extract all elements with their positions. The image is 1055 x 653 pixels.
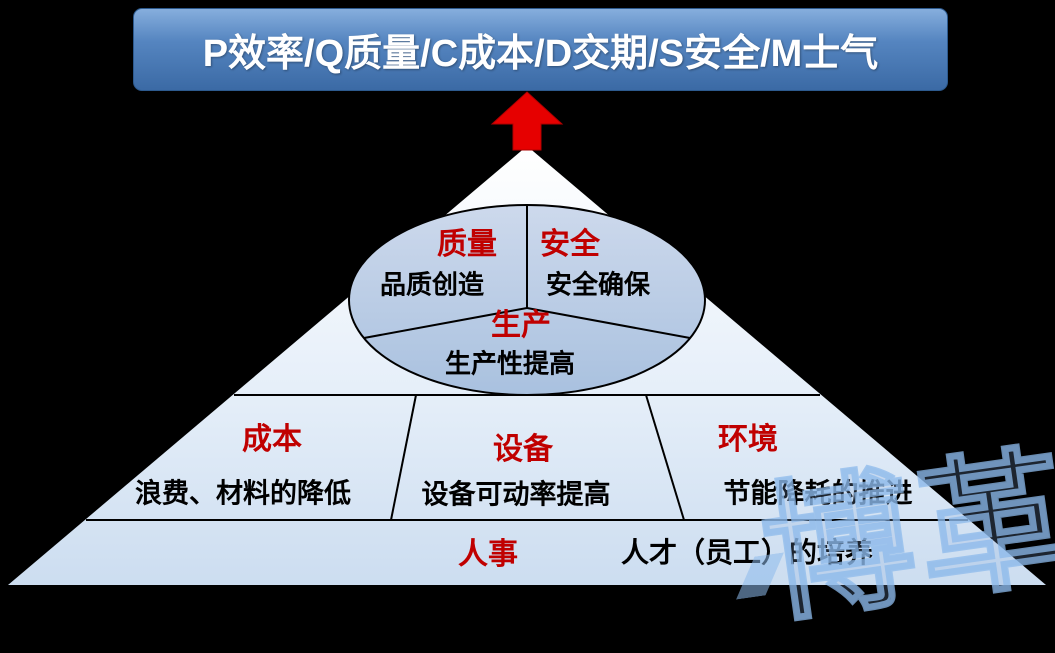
cost-label: 成本: [242, 423, 302, 456]
equipment-label: 设备: [493, 433, 553, 466]
ellipse-quality-desc: 品质创造: [379, 269, 485, 300]
hr-label: 人事: [458, 538, 518, 571]
up-arrow-icon: [490, 91, 564, 151]
ellipse-divider-left: [363, 307, 528, 339]
middle-divider-left: [390, 394, 417, 521]
ellipse-safety-desc: 安全确保: [545, 269, 651, 300]
banner-title: P效率/Q质量/C成本/D交期/S安全/M士气: [202, 33, 879, 75]
ellipse-production-desc: 生产性提高: [444, 348, 576, 379]
environment-desc: 节能降耗的推进: [723, 478, 913, 509]
cost-desc: 浪费、材料的降低: [135, 478, 351, 509]
ellipse-quality-label: 质量: [437, 228, 497, 261]
ellipse-production-label: 生产: [491, 309, 551, 342]
equipment-desc: 设备可动率提高: [421, 479, 611, 510]
diagram-canvas: [8, 91, 1046, 585]
ellipse-divider-right: [526, 307, 691, 339]
hr-desc: 人才（员工）的培养: [620, 537, 874, 568]
middle-divider-right: [645, 394, 685, 521]
slide-background: { "banner": { "title": "P效率/Q质量/C成本/D交期/…: [8, 8, 1055, 643]
environment-label: 环境: [718, 423, 778, 456]
ellipse-safety-label: 安全: [540, 228, 600, 261]
title-banner: P效率/Q质量/C成本/D交期/S安全/M士气: [133, 8, 948, 91]
